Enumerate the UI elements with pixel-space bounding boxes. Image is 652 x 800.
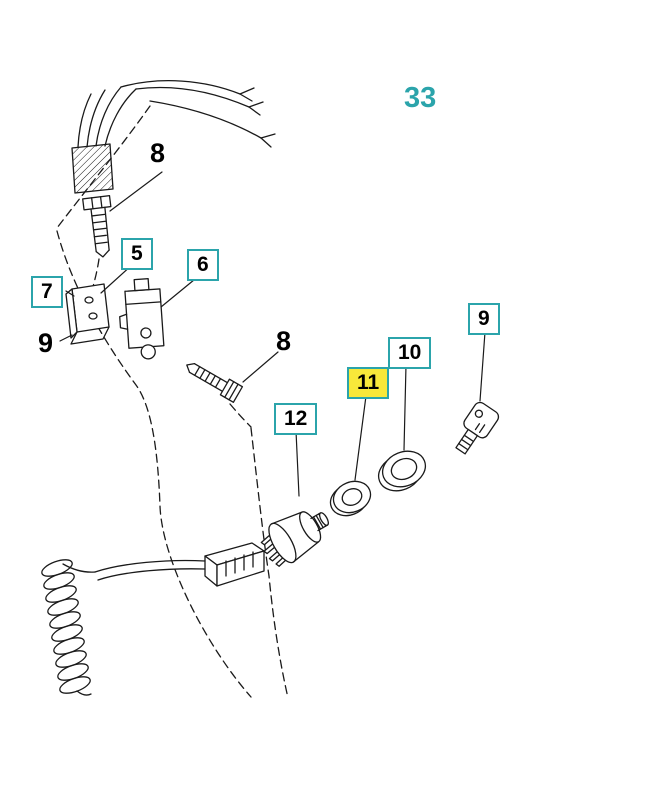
callout-11-highlighted[interactable]: 11 [347,367,390,399]
callout-33[interactable]: 33 [404,82,437,114]
callout-8-mid: 8 [276,326,292,356]
hex-bolt-top [82,194,112,258]
terminal-fork-icon [239,87,255,102]
bracket-hole [88,312,98,320]
leader-9-right [479,331,486,402]
leader-8-mid [242,351,279,383]
key-hole [474,409,484,418]
ignition-key [455,401,500,455]
coiled-cable [41,559,96,696]
wire-harness-top [77,80,276,148]
callout-12[interactable]: 12 [274,403,318,435]
ignition-switch [260,511,329,567]
callout-5[interactable]: 5 [121,238,153,270]
wire-connector-top [71,143,114,194]
leader-11 [354,395,367,481]
leader-8-top [109,171,163,212]
leader-10 [403,364,407,451]
bezel-ring [377,450,427,492]
console-outline-dashed [56,105,289,699]
leader-7 [65,290,75,297]
hex-bolt-mid [186,363,244,403]
wiring-connector-bottom [94,542,265,587]
washer [329,480,372,517]
callout-6[interactable]: 6 [187,249,219,281]
callout-9-right[interactable]: 9 [468,303,500,335]
mounting-bracket [65,283,110,345]
terminal-fork-icon [260,133,276,148]
bracket-hole [84,296,94,304]
callout-10[interactable]: 10 [388,337,432,369]
callout-8-top: 8 [150,138,166,168]
leader-lines [59,171,486,497]
callout-7[interactable]: 7 [31,276,63,308]
interlock-switch [119,278,165,360]
leader-12 [295,430,300,497]
terminal-fork-icon [248,101,264,116]
leader-9-left [59,334,73,342]
callout-9-left: 9 [38,328,54,358]
